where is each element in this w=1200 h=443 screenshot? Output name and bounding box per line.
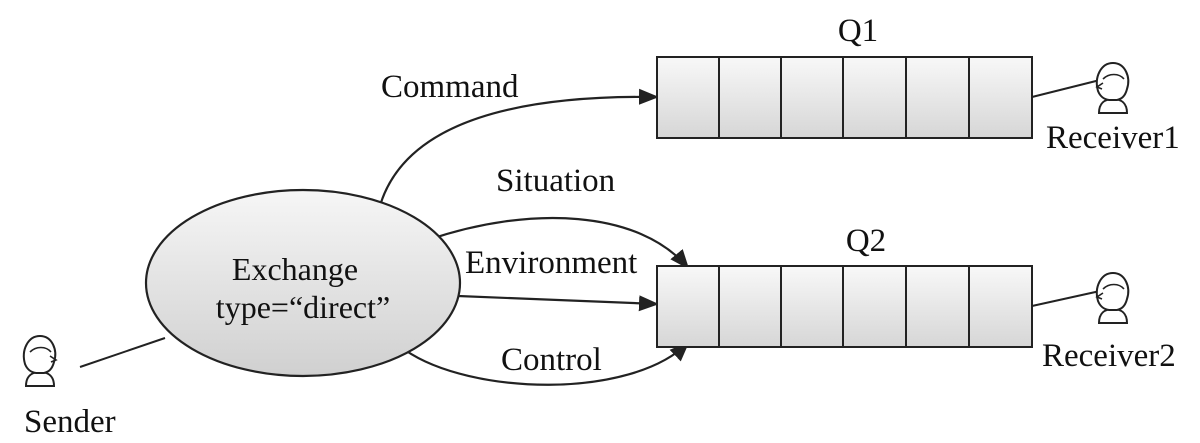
queue-q2-cell (842, 265, 907, 348)
queue-q1-cell (718, 56, 782, 139)
queue-q1-cell (656, 56, 720, 139)
queue-q2-cell (718, 265, 782, 348)
receiver2-person-icon (1095, 271, 1130, 324)
queue-q2-title: Q2 (846, 223, 886, 259)
queue-q2-cell (968, 265, 1033, 348)
queue-q2-cell (905, 265, 970, 348)
sender-person-icon (22, 334, 58, 387)
queue-q1-cell (968, 56, 1033, 139)
receiver1-label: Receiver1 (1046, 120, 1180, 156)
route-label-environment: Environment (465, 245, 637, 281)
receiver1-link (1031, 79, 1101, 98)
receiver2-link (1031, 290, 1101, 307)
receiver1-person-icon (1095, 61, 1130, 114)
route-label-situation: Situation (496, 163, 615, 199)
queue-q1 (656, 56, 1033, 139)
queue-q1-cell (905, 56, 970, 139)
route-arrow-environment (457, 294, 659, 312)
route-label-command: Command (381, 69, 519, 105)
queue-q2 (656, 265, 1033, 348)
queue-q2-cell (780, 265, 844, 348)
route-arrow-situation (427, 216, 690, 270)
queue-q2-cell (656, 265, 720, 348)
sender-link (79, 337, 166, 368)
queue-q1-cell (842, 56, 907, 139)
exchange-label-line1: Exchange (232, 251, 358, 287)
queue-q1-cell (780, 56, 844, 139)
route-label-control: Control (501, 342, 602, 378)
route-arrow-command (376, 88, 659, 214)
exchange-label-line2: type=“direct” (216, 289, 390, 325)
sender-label: Sender (24, 404, 116, 440)
route-arrow-control (404, 341, 690, 386)
queue-q1-title: Q1 (838, 13, 878, 49)
receiver2-label: Receiver2 (1042, 338, 1176, 374)
exchange-node (144, 188, 462, 378)
